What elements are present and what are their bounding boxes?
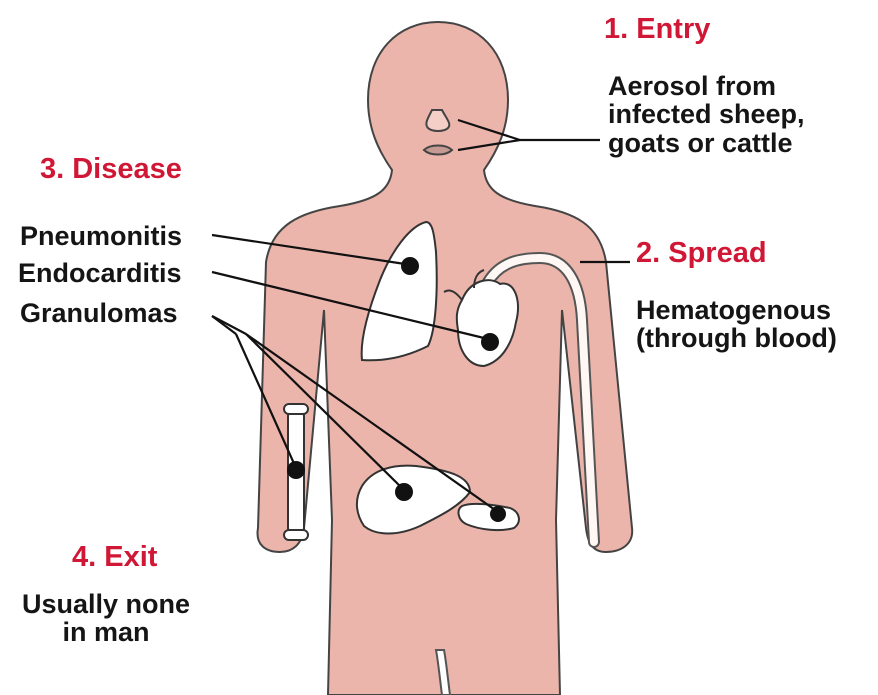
disease-item-pneumonitis: Pneumonitis bbox=[20, 222, 182, 250]
disease-item-granulomas: Granulomas bbox=[20, 299, 178, 327]
bone-end-top bbox=[284, 404, 308, 414]
spread-title: 2. Spread bbox=[636, 238, 767, 268]
disease-title: 3. Disease bbox=[40, 154, 182, 184]
bone-end-bottom bbox=[284, 530, 308, 540]
spread-description: Hematogenous (through blood) bbox=[636, 296, 837, 353]
disease-item-endocarditis: Endocarditis bbox=[18, 259, 182, 287]
lesion-marker-liver bbox=[395, 483, 413, 501]
exit-description: Usually none in man bbox=[22, 590, 190, 647]
lesion-marker-heart bbox=[481, 333, 499, 351]
lesion-marker-lung bbox=[401, 257, 419, 275]
entry-title: 1. Entry bbox=[604, 14, 710, 44]
lesion-marker-bone bbox=[287, 461, 305, 479]
leader-granulomas-liver-spleen bbox=[212, 316, 246, 334]
exit-title: 4. Exit bbox=[72, 542, 157, 572]
entry-description: Aerosol from infected sheep, goats or ca… bbox=[608, 72, 805, 157]
mouth-icon bbox=[424, 146, 452, 155]
